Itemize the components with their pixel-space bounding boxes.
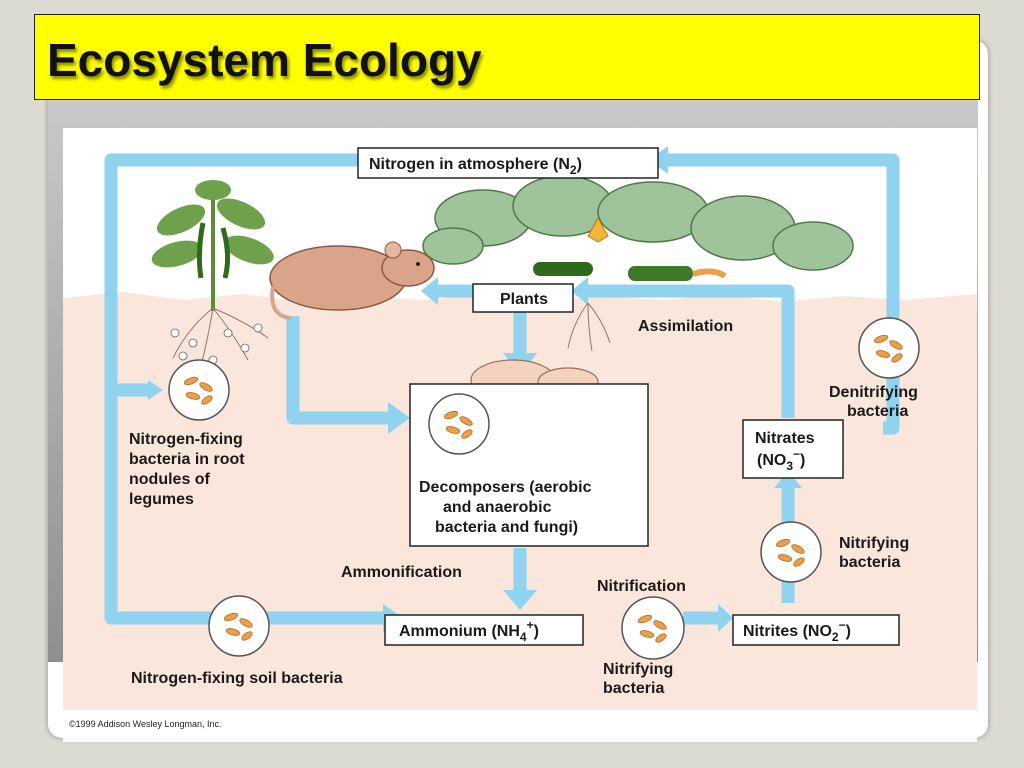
squash-plant-illustration (422, 175, 854, 352)
decomposers-label-1: Decomposers (aerobic (419, 479, 592, 496)
legume-fixers-label-1: Nitrogen-fixing (129, 431, 243, 448)
copyright-text: ©1999 Addison Wesley Longman, Inc. (69, 719, 222, 729)
soil-bacteria-label: Nitrogen-fixing soil bacteria (131, 670, 343, 687)
nitrates-label-1: Nitrates (755, 430, 815, 447)
animal-to-decomposer-arrow (286, 316, 388, 425)
nitrogen-cycle-diagram: Nitrogen in atmosphere (N2) Plants Decom… (63, 128, 977, 742)
decomposers-label-3: bacteria and fungi) (435, 519, 578, 536)
plants-label: Plants (500, 291, 548, 308)
bacteria-circle-denitrifying (858, 317, 920, 379)
decomposers-label-2: and anaerobic (443, 499, 552, 516)
atmosphere-label: Nitrogen in atmosphere (N2) (369, 156, 582, 177)
atmosphere-box (357, 147, 659, 179)
rodent-illustration (269, 241, 435, 320)
denitrifying-label-2: bacteria (847, 403, 908, 420)
nitrogen-cycle-figure: Nitrogen in atmosphere (N2) Plants Decom… (63, 128, 977, 742)
nitrates-box (742, 419, 844, 479)
ammonium-label: Ammonium (NH4+) (399, 618, 539, 644)
plants-box (472, 283, 574, 313)
legume-fixers-label-3: nodules of (129, 471, 211, 488)
legume-fixers-label-2: bacteria in root (129, 451, 245, 468)
ammonification-label: Ammonification (341, 564, 462, 581)
legume-fixers-label-4: legumes (129, 491, 194, 508)
bacteria-circle-legumes (168, 359, 230, 421)
bacteria-circle-nitrifying-bottom (621, 596, 685, 660)
bacteria-circle-decomposers (428, 393, 490, 455)
assimilation-arrow (588, 284, 795, 418)
ammonium-box (384, 614, 584, 646)
denitrification-arrow (668, 153, 900, 435)
nitrification-label: Nitrification (597, 578, 686, 595)
denitrifying-label-1: Denitrifying (829, 384, 918, 401)
nitrifying-bottom-label-1: Nitrifying (603, 661, 673, 678)
nitrites-label: Nitrites (NO2−) (743, 618, 851, 644)
assimilation-label: Assimilation (638, 318, 733, 335)
bacteria-circle-nitrifying-right (760, 521, 822, 583)
slide-title: Ecosystem Ecology (47, 34, 482, 86)
bacteria-circle-soil (208, 595, 270, 657)
title-bar: Ecosystem Ecology (34, 14, 980, 100)
nitrifying-right-label-1: Nitrifying (839, 535, 909, 552)
nitrifying-bottom-label-2: bacteria (603, 680, 664, 697)
nitrifying-right-label-2: bacteria (839, 554, 900, 571)
nitrites-box (732, 614, 900, 646)
nitrates-label-2: (NO3−) (757, 447, 805, 473)
